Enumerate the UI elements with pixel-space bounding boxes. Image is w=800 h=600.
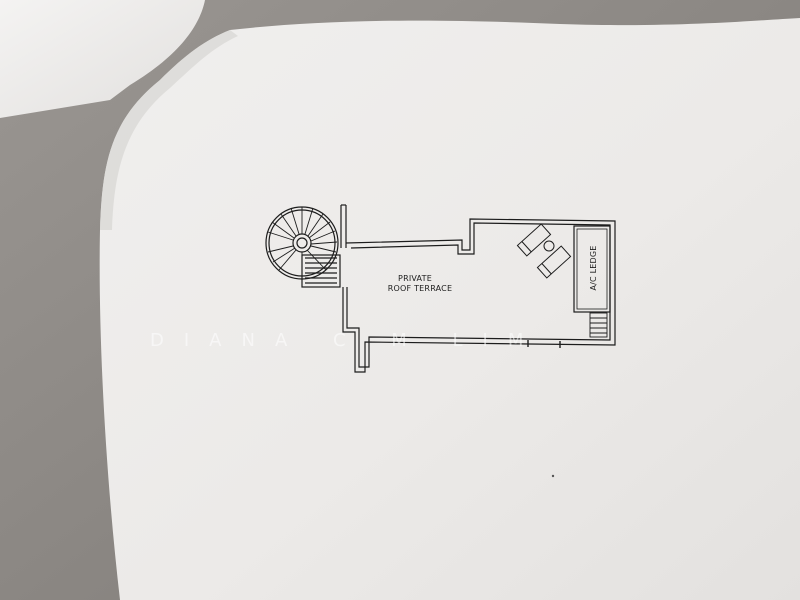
paper-sheet xyxy=(99,18,800,600)
room-label-line1: PRIVATE xyxy=(398,274,432,283)
watermark-text: DIANA C M LIM xyxy=(150,330,544,351)
ac-ledge-outline xyxy=(573,225,611,313)
corner-steps xyxy=(589,312,608,338)
lounge-furniture xyxy=(516,223,572,279)
floor-plan-drawing xyxy=(265,204,616,373)
terrace-wall-outer xyxy=(342,218,616,373)
ac-ledge-label: A/C LEDGE xyxy=(589,245,598,291)
terrace-wall-inner xyxy=(346,222,611,368)
room-label-line2: ROOF TERRACE xyxy=(387,284,453,293)
background-sheet xyxy=(0,0,205,118)
stair-landing xyxy=(301,254,341,288)
